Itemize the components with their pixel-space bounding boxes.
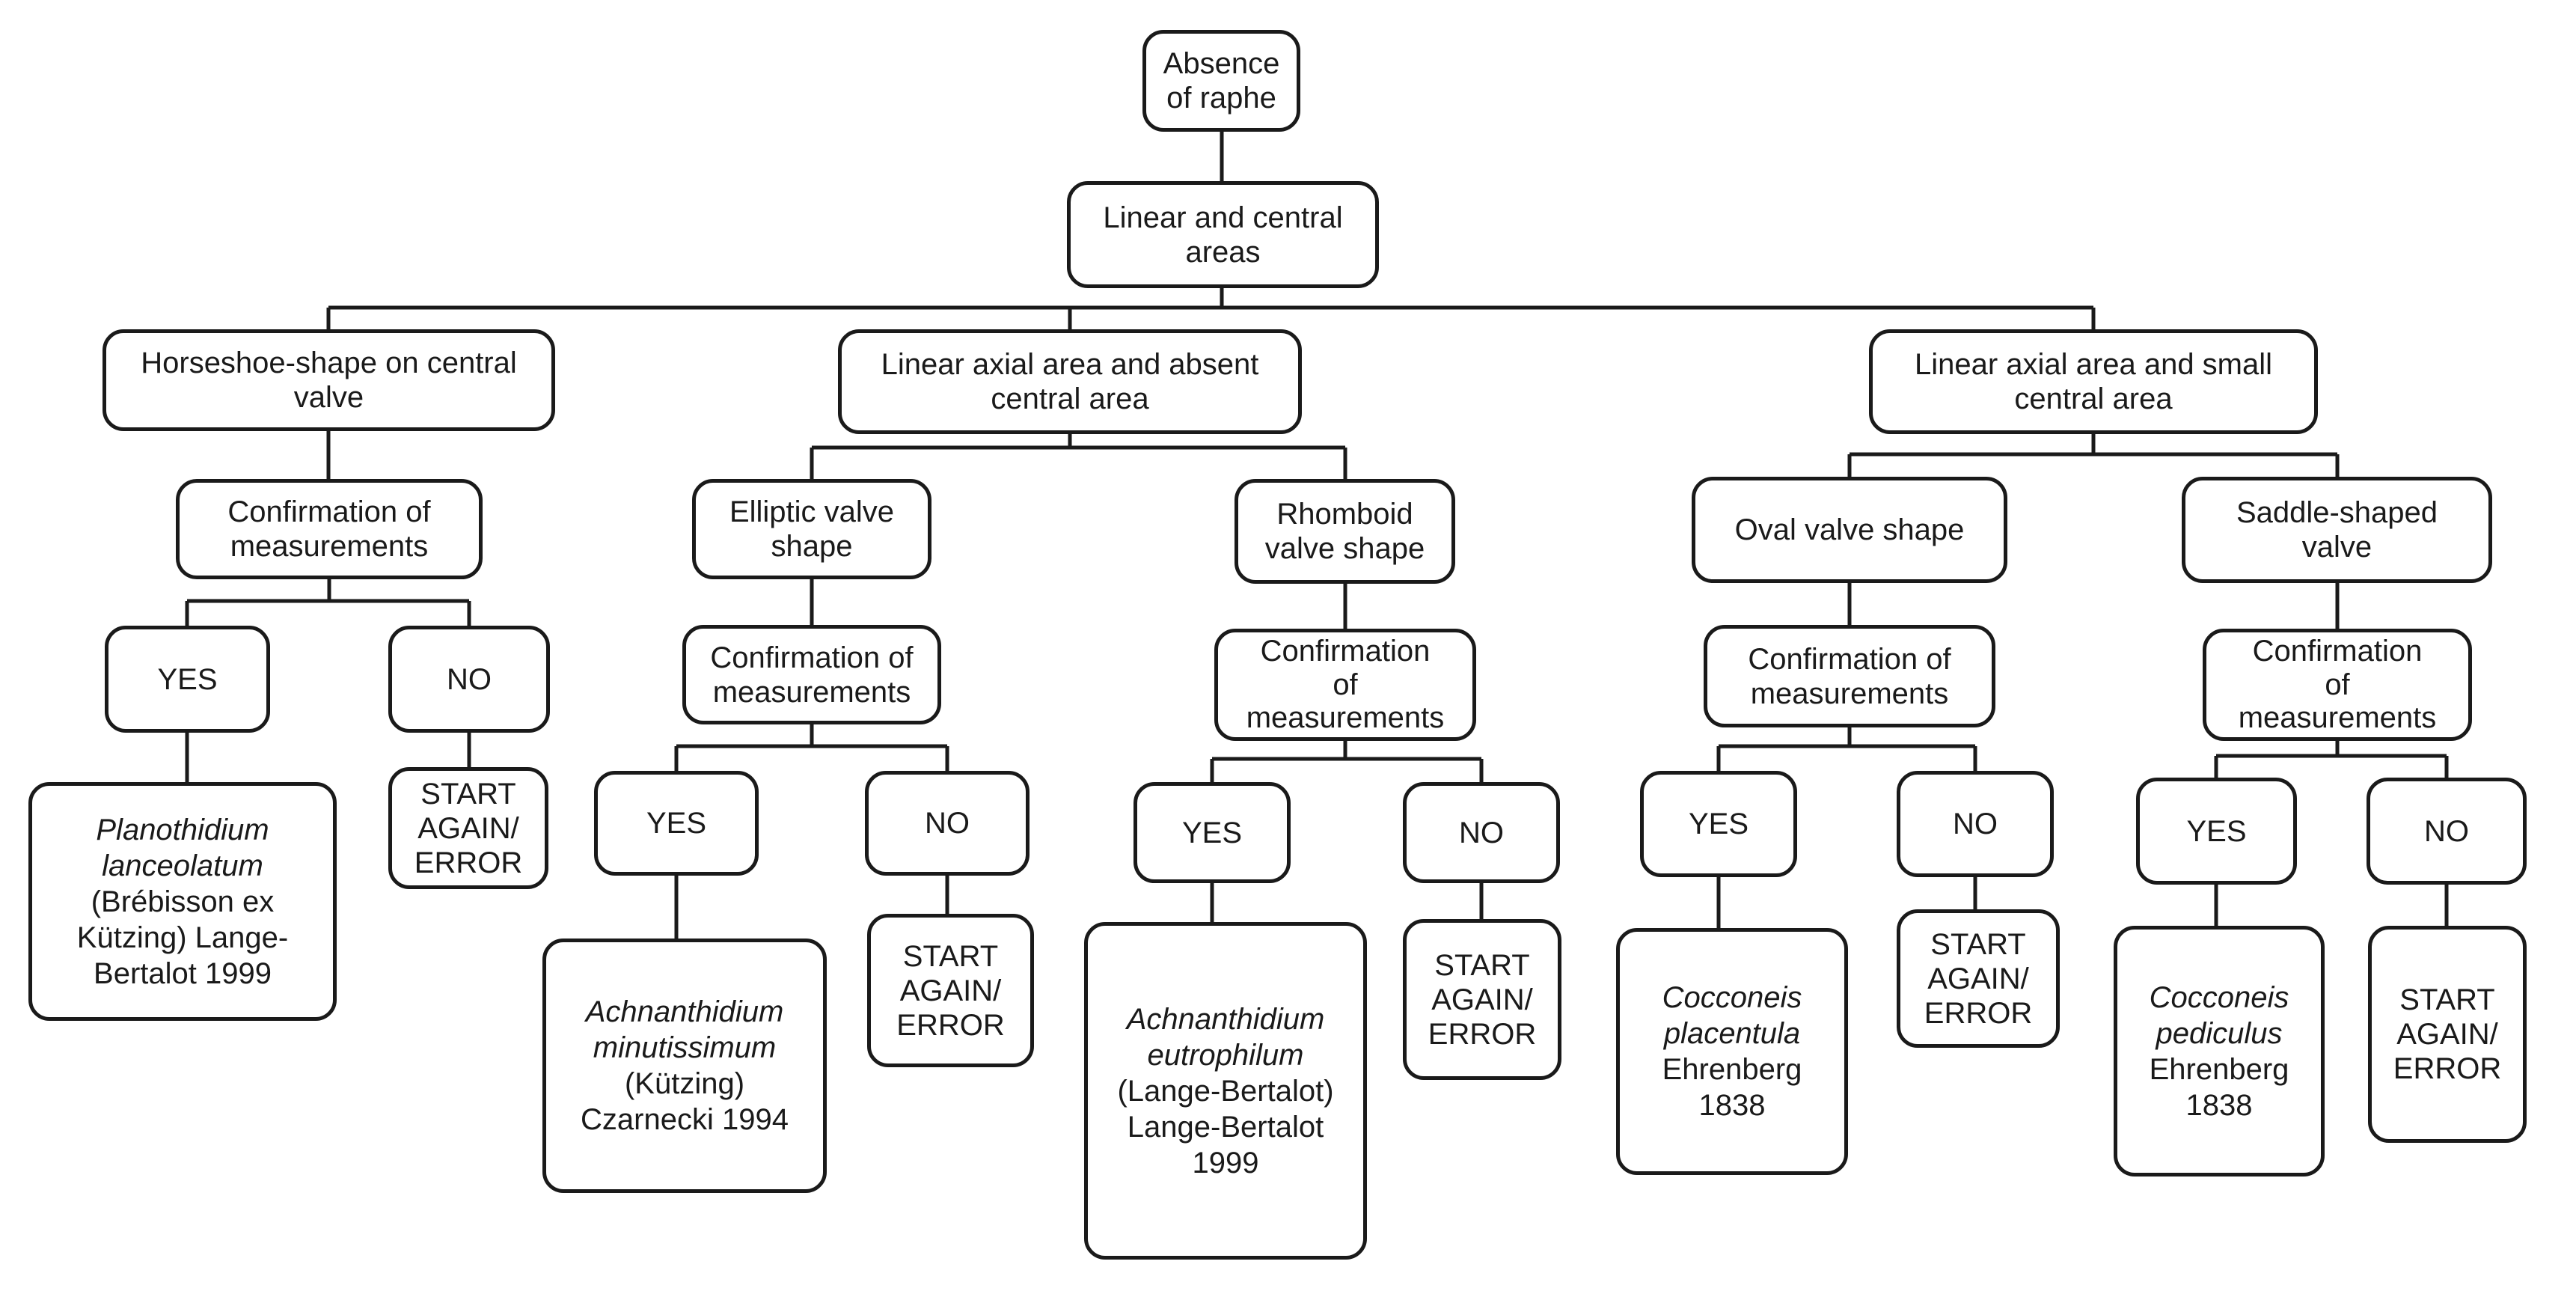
node-label: Elliptic valve shape: [729, 495, 895, 563]
node-start-again-rhomboid: START AGAIN/ ERROR: [1403, 919, 1561, 1080]
node-confirmation-elliptic: Confirmation of measurements: [682, 625, 941, 724]
species-name: Cocconeis placentula: [1662, 981, 1802, 1050]
node-no-horseshoe: NO: [388, 626, 550, 733]
node-yes-rhomboid: YES: [1133, 782, 1291, 883]
node-label: Absence of raphe: [1163, 47, 1280, 115]
node-start-again-oval: START AGAIN/ ERROR: [1897, 909, 2060, 1048]
node-label: YES: [1688, 808, 1749, 840]
node-linear-and-central-areas: Linear and central areas: [1067, 181, 1379, 288]
node-no-elliptic: NO: [865, 771, 1030, 876]
species-name: Planothidium lanceolatum: [96, 813, 269, 882]
node-label: NO: [447, 662, 492, 696]
node-label: Linear and central areas: [1103, 201, 1343, 269]
node-elliptic-valve-shape: Elliptic valve shape: [692, 479, 931, 579]
node-species-cocconeis-pediculus: Cocconeis pediculus Ehrenberg 1838: [2114, 926, 2325, 1176]
node-label: START AGAIN/ ERROR: [1428, 948, 1537, 1051]
node-label: Saddle-shaped valve: [2236, 496, 2438, 564]
node-label: Oval valve shape: [1734, 513, 1965, 546]
node-label: START AGAIN/ ERROR: [414, 777, 523, 879]
node-saddle-shaped-valve: Saddle-shaped valve: [2182, 477, 2492, 583]
node-species-cocconeis-placentula: Cocconeis placentula Ehrenberg 1838: [1616, 928, 1848, 1175]
species-name: Achnanthidium eutrophilum: [1126, 1002, 1325, 1072]
species-authority: Ehrenberg 1838: [2149, 1052, 2289, 1122]
node-label: Horseshoe-shape on central valve: [141, 347, 517, 414]
node-yes-horseshoe: YES: [105, 626, 270, 733]
node-yes-oval: YES: [1640, 771, 1797, 877]
species-label: Cocconeis placentula Ehrenberg 1838: [1633, 980, 1831, 1123]
node-no-oval: NO: [1897, 771, 2054, 877]
node-confirmation-rhomboid: Confirmation of measurements: [1214, 629, 1476, 741]
node-label: Confirmation of measurements: [2238, 634, 2437, 735]
node-label: START AGAIN/ ERROR: [896, 939, 1005, 1042]
node-species-planothidium-lanceolatum: Planothidium lanceolatum (Brébisson ex K…: [28, 782, 337, 1021]
node-label: Confirmation of measurements: [227, 495, 431, 563]
node-label: NO: [1459, 816, 1504, 849]
node-label: Linear axial area and small central area: [1914, 348, 2273, 415]
node-linear-axial-absent-central: Linear axial area and absent central are…: [838, 329, 1302, 434]
species-name: Achnanthidium minutissimum: [585, 995, 784, 1064]
node-linear-axial-small-central: Linear axial area and small central area: [1869, 329, 2318, 434]
node-label: YES: [157, 662, 218, 696]
species-authority: (Lange-Bertalot) Lange-Bertalot 1999: [1117, 1074, 1334, 1179]
species-label: Cocconeis pediculus Ehrenberg 1838: [2131, 980, 2307, 1123]
node-confirmation-horseshoe: Confirmation of measurements: [176, 479, 483, 579]
node-absence-of-raphe: Absence of raphe: [1142, 30, 1300, 132]
node-yes-elliptic: YES: [594, 771, 759, 876]
species-authority: (Kützing) Czarnecki 1994: [581, 1067, 789, 1136]
node-label: YES: [646, 807, 707, 840]
node-label: Rhomboid valve shape: [1264, 498, 1425, 565]
node-start-again-saddle: START AGAIN/ ERROR: [2368, 926, 2527, 1143]
node-label: Linear axial area and absent central are…: [881, 348, 1259, 415]
node-label: NO: [925, 807, 970, 840]
species-name: Cocconeis pediculus: [2149, 980, 2289, 1050]
node-label: Confirmation of measurements: [1246, 634, 1445, 735]
species-label: Planothidium lanceolatum (Brébisson ex K…: [46, 812, 319, 992]
node-label: NO: [2424, 814, 2469, 848]
node-species-achnanthidium-eutrophilum: Achnanthidium eutrophilum (Lange-Bertalo…: [1084, 922, 1367, 1260]
species-label: Achnanthidium eutrophilum (Lange-Bertalo…: [1101, 1001, 1350, 1181]
node-label: START AGAIN/ ERROR: [1924, 927, 2033, 1030]
node-confirmation-saddle: Confirmation of measurements: [2203, 629, 2472, 741]
node-yes-saddle: YES: [2136, 778, 2297, 885]
node-species-achnanthidium-minutissimum: Achnanthidium minutissimum (Kützing) Cza…: [542, 939, 827, 1193]
node-start-again-horseshoe: START AGAIN/ ERROR: [388, 767, 548, 889]
node-no-rhomboid: NO: [1403, 782, 1560, 883]
species-label: Achnanthidium minutissimum (Kützing) Cza…: [560, 994, 810, 1138]
node-label: NO: [1953, 808, 1998, 840]
node-rhomboid-valve-shape: Rhomboid valve shape: [1235, 479, 1455, 584]
node-horseshoe-shape: Horseshoe-shape on central valve: [103, 329, 555, 431]
node-start-again-elliptic: START AGAIN/ ERROR: [867, 914, 1034, 1067]
node-no-saddle: NO: [2367, 778, 2527, 885]
node-confirmation-oval: Confirmation of measurements: [1704, 625, 1995, 727]
node-label: START AGAIN/ ERROR: [2393, 983, 2502, 1085]
species-authority: (Brébisson ex Kützing) Lange-Bertalot 19…: [76, 885, 289, 990]
node-label: Confirmation of measurements: [1748, 642, 1951, 710]
node-label: Confirmation of measurements: [710, 641, 914, 709]
species-authority: Ehrenberg 1838: [1662, 1053, 1802, 1122]
node-label: YES: [1181, 816, 1243, 849]
node-oval-valve-shape: Oval valve shape: [1692, 477, 2007, 583]
node-label: YES: [2186, 814, 2247, 848]
